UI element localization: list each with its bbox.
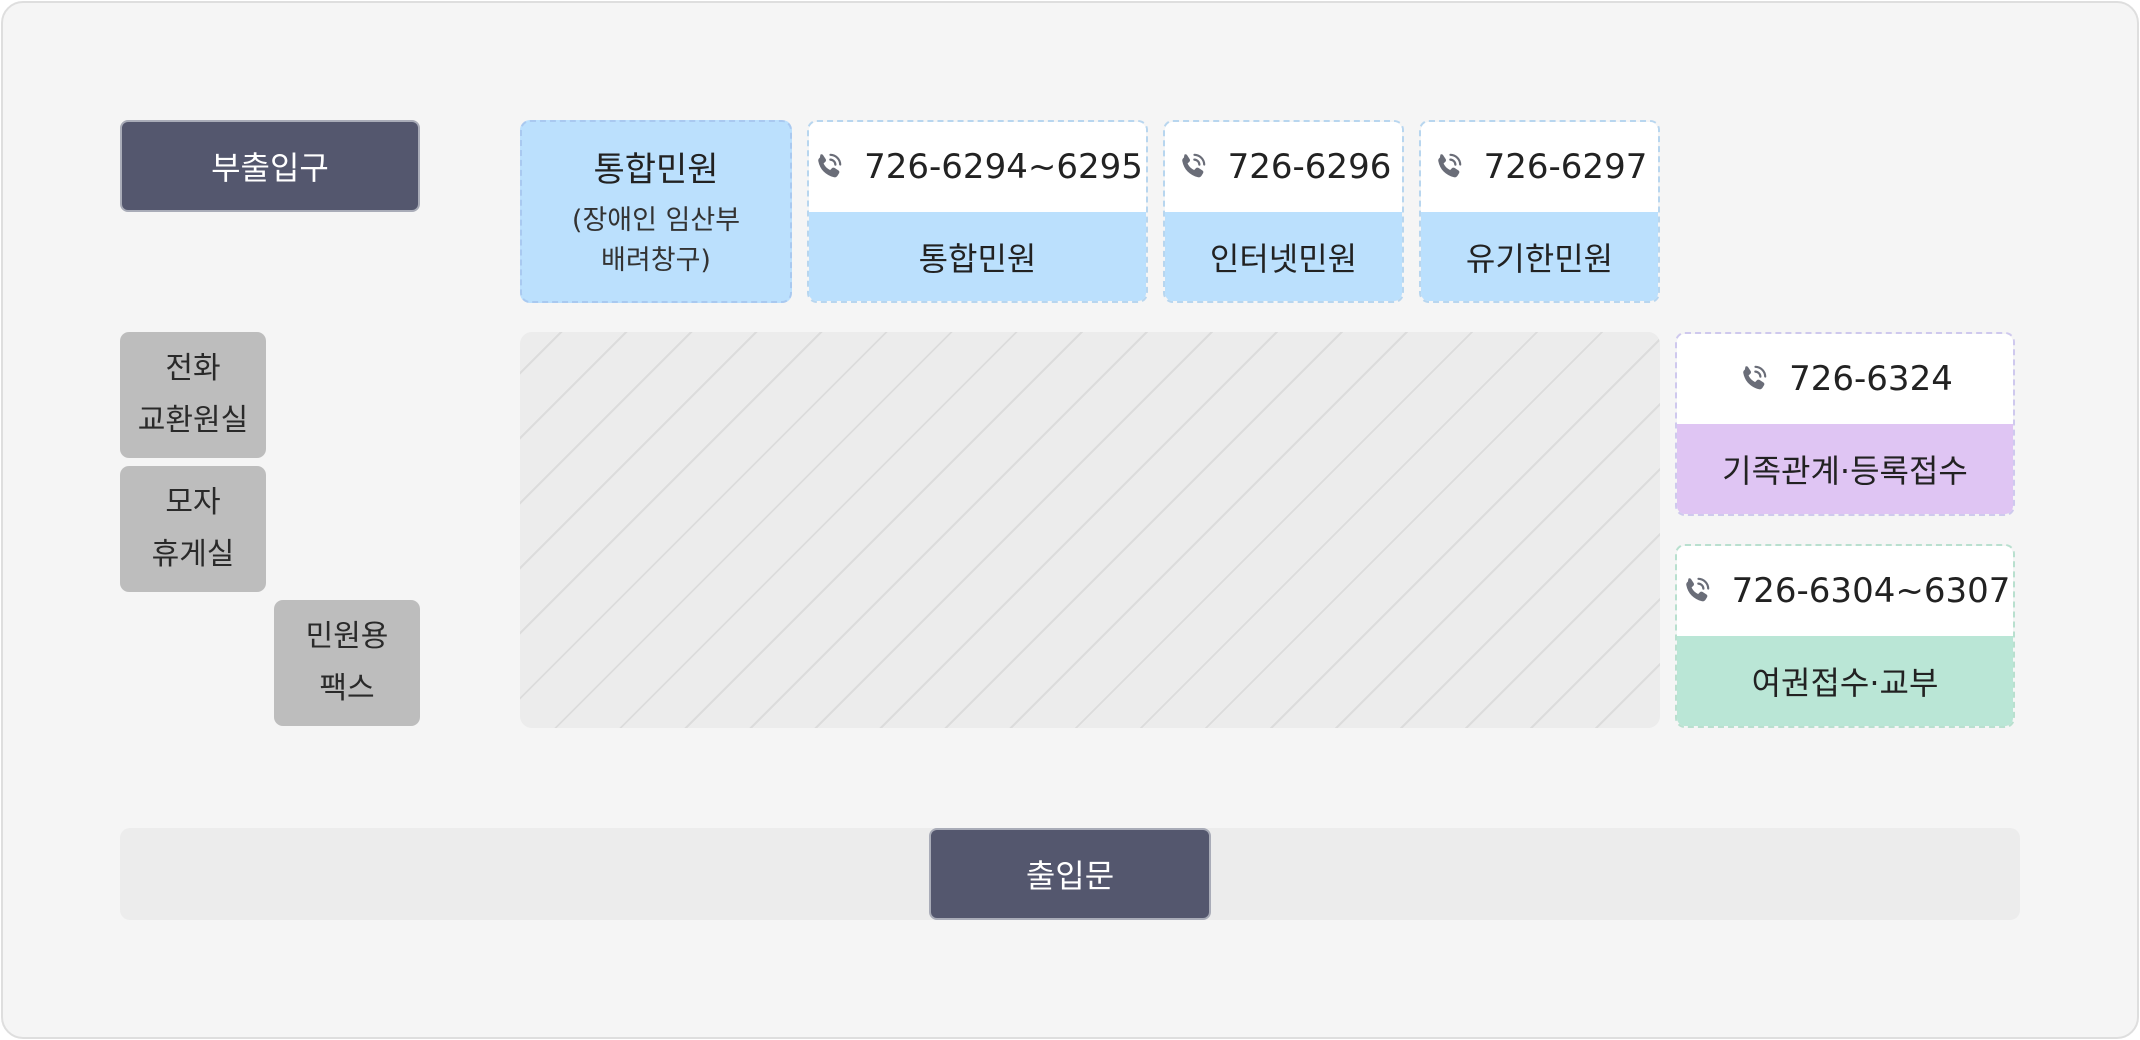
desk-phone-row: 726-6296 — [1165, 122, 1402, 212]
integrated-window-title: 통합민원 — [593, 150, 719, 190]
desk-label: 유기한민원 — [1465, 239, 1614, 278]
room-label-line2: 휴게실 — [151, 537, 235, 572]
phone-exchange-room: 전화 교환원실 — [120, 332, 266, 458]
desk-label-area: 인터넷민원 — [1165, 212, 1402, 301]
side-entrance-button[interactable]: 부출입구 — [120, 120, 420, 212]
desk-label: 여권접수·교부 — [1751, 664, 1939, 702]
passport-desk[interactable]: 726-6304~6307 여권접수·교부 — [1675, 544, 2015, 728]
desk-phone-number: 726-6324 — [1789, 359, 1953, 399]
phone-call-icon — [818, 153, 842, 178]
service-desk-integrated[interactable]: 726-6294~6295 통합민원 — [807, 120, 1148, 303]
service-desk-timed[interactable]: 726-6297 유기한민원 — [1419, 120, 1660, 303]
room-label-line2: 팩스 — [319, 671, 375, 706]
desk-label: 통합민원 — [918, 239, 1037, 278]
main-entrance-label: 출입문 — [1025, 857, 1115, 895]
integrated-window-subtitle-2: 배려창구) — [601, 245, 711, 276]
phone-call-icon — [1181, 153, 1205, 178]
phone-call-icon — [1743, 365, 1767, 390]
desk-phone-row: 726-6324 — [1677, 334, 2013, 424]
side-entrance-label: 부출입구 — [211, 149, 329, 187]
desk-phone-row: 726-6304~6307 — [1677, 546, 2013, 636]
central-hatched-area — [520, 332, 1660, 728]
desk-phone-number: 726-6296 — [1227, 147, 1392, 187]
desk-label-area: 유기한민원 — [1421, 212, 1658, 301]
desk-phone-number: 726-6294~6295 — [864, 147, 1143, 187]
desk-label: 인터넷민원 — [1209, 239, 1358, 278]
phone-call-icon — [1437, 153, 1461, 178]
desk-phone-number: 726-6304~6307 — [1731, 571, 2011, 611]
room-label-line1: 모자 — [165, 485, 221, 520]
desk-label-area: 통합민원 — [809, 212, 1146, 301]
room-label-line1: 전화 — [165, 351, 221, 386]
family-registry-desk[interactable]: 726-6324 기족관계·등록접수 — [1675, 332, 2015, 516]
desk-label: 기족관계·등록접수 — [1722, 452, 1968, 490]
nursing-lounge-room: 모자 휴게실 — [120, 466, 266, 592]
desk-phone-row: 726-6297 — [1421, 122, 1658, 212]
desk-label-area: 기족관계·등록접수 — [1677, 424, 2013, 514]
civil-fax-room: 민원용 팩스 — [274, 600, 420, 726]
service-desk-internet[interactable]: 726-6296 인터넷민원 — [1163, 120, 1404, 303]
integrated-accessible-window[interactable]: 통합민원 (장애인 임산부 배려창구) — [520, 120, 792, 303]
phone-call-icon — [1685, 577, 1709, 602]
room-label-line2: 교환원실 — [137, 403, 249, 438]
desk-label-area: 여권접수·교부 — [1677, 636, 2013, 726]
integrated-window-subtitle-1: (장애인 임산부 — [571, 205, 741, 236]
main-entrance-button[interactable]: 출입문 — [929, 828, 1211, 920]
desk-phone-row: 726-6294~6295 — [809, 122, 1146, 212]
room-label-line1: 민원용 — [305, 619, 389, 654]
desk-phone-number: 726-6297 — [1483, 147, 1648, 187]
